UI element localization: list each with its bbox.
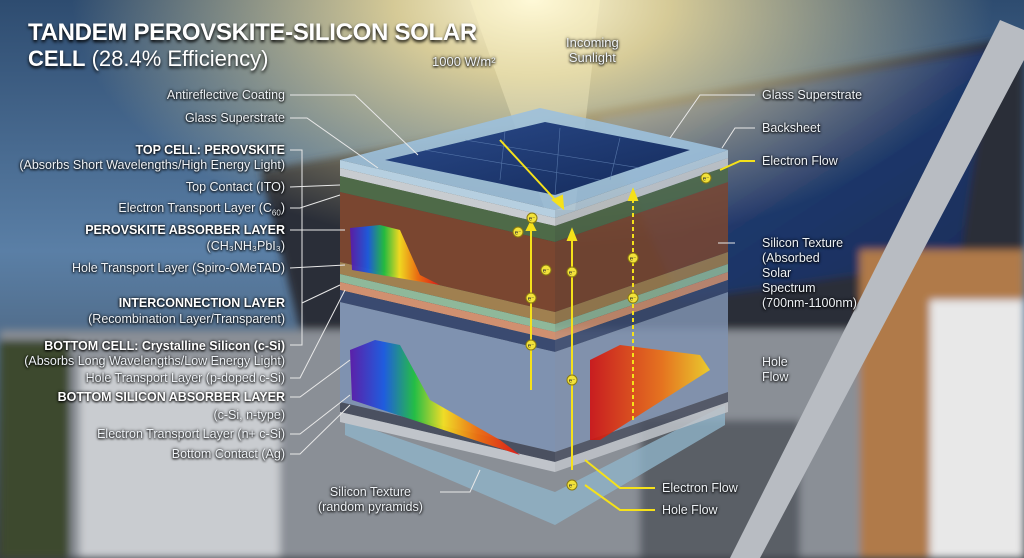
layer-perovskite-side	[555, 182, 728, 312]
pyramids-line-2: (random pyramids)	[318, 500, 423, 514]
electron-icon: e⁻	[512, 226, 524, 238]
hole-flow-line: Flow	[762, 370, 789, 384]
label-glass-superstrate-right: Glass Superstrate	[762, 88, 863, 102]
label-bottom-cell: BOTTOM CELL: Crystalline Silicon (c-Si)	[44, 339, 285, 353]
layer-p-si-front	[340, 282, 555, 340]
label-etl-bottom: Electron Transport Layer (n+ c-Si)	[97, 427, 285, 441]
layer-recombination-front	[340, 290, 555, 352]
layer-bottom-contact-front	[340, 412, 555, 472]
incoming-line-1: Incoming	[566, 35, 619, 50]
label-antireflective-coating: Antireflective Coating	[166, 88, 285, 102]
svg-text:e⁻: e⁻	[528, 344, 535, 350]
label-perovskite-formula: (CH₃NH₃PbI₃)	[206, 239, 285, 253]
svg-text:e⁻: e⁻	[528, 297, 535, 303]
layer-ito-side	[555, 158, 728, 226]
layer-glass-side	[555, 150, 728, 218]
electron-icon: e⁻	[627, 252, 639, 264]
hole-flow-line: Hole	[762, 355, 788, 369]
label-top-cell: TOP CELL: PEROVSKITE	[135, 143, 285, 157]
leader-lines	[289, 94, 755, 493]
svg-text:e⁻: e⁻	[569, 271, 576, 277]
layer-bottom-contact-side	[555, 402, 728, 472]
svg-text:e⁻: e⁻	[543, 269, 550, 275]
pyramids-line-1: Silicon Texture	[329, 485, 411, 499]
etl-top-text: Electron Transport Layer (C	[118, 201, 272, 215]
svg-text:e⁻: e⁻	[630, 257, 637, 263]
svg-text:e⁻: e⁻	[529, 217, 536, 223]
charge-flow-arrows	[499, 139, 755, 511]
title-efficiency: (28.4% Efficiency)	[85, 46, 269, 71]
label-bottom-cell-sub: (Absorbs Long Wavelengths/Low Energy Lig…	[24, 354, 285, 368]
label-top-contact: Top Contact (ITO)	[185, 180, 285, 194]
label-interconnection-sub: (Recombination Layer/Transparent)	[88, 312, 285, 326]
svg-text:e⁻: e⁻	[515, 231, 522, 237]
spectrum-line: Silicon Texture	[762, 236, 844, 250]
label-electron-flow-top: Electron Flow	[762, 154, 838, 168]
irradiance-label: 1000 W/m²	[432, 54, 496, 69]
label-interconnection: INTERCONNECTION LAYER	[118, 296, 285, 310]
spectrum-line: Spectrum	[762, 281, 816, 295]
layer-htl-top-front	[340, 262, 555, 324]
layer-glass-front	[340, 160, 555, 218]
layer-htl-top-side	[555, 252, 728, 324]
title-line-1: TANDEM PEROVSKITE-SILICON SOLAR	[28, 19, 477, 46]
layer-etl-top-side	[555, 166, 728, 242]
label-etl-top: Electron Transport Layer (C60)	[118, 201, 285, 221]
spectrum-line: (700nm-1100nm)	[762, 296, 857, 310]
layer-etl-top-front	[340, 176, 555, 242]
electron-icon: e⁻	[525, 339, 537, 351]
label-glass-superstrate-left: Glass Superstrate	[184, 111, 285, 125]
label-bottom-contact: Bottom Contact (Ag)	[171, 447, 285, 461]
label-top-cell-sub: (Absorbs Short Wavelengths/High Energy L…	[19, 158, 285, 172]
layer-n-plus-si-side	[555, 392, 728, 462]
label-htl-bottom: Hole Transport Layer (p-doped c-Si)	[85, 371, 285, 385]
spectrum-line: (Absorbed	[762, 251, 820, 265]
electron-icon: e⁻	[540, 264, 552, 276]
label-silicon-texture-pyramids: Silicon Texture(random pyramids)	[318, 485, 423, 515]
title-line-2: CELL (28.4% Efficiency)	[28, 46, 477, 72]
layer-ito-front	[340, 168, 555, 226]
layer-recombination-side	[555, 280, 728, 352]
svg-text:e⁻: e⁻	[569, 379, 576, 385]
layer-interconnection-front	[340, 274, 555, 332]
label-htl-top: Hole Transport Layer (Spiro-OMeTAD)	[71, 261, 285, 275]
svg-text:e⁻: e⁻	[703, 177, 710, 183]
incoming-line-2: Sunlight	[568, 50, 616, 65]
electron-icon: e⁻	[566, 479, 578, 491]
electron-icon: e⁻	[525, 292, 537, 304]
spectrum-line: Solar	[762, 266, 792, 280]
layer-p-si-side	[555, 272, 728, 340]
electron-icon: e⁻	[627, 292, 639, 304]
label-perovskite-absorber: PEROVSKITE ABSORBER LAYER	[85, 223, 285, 237]
electron-icon: e⁻	[566, 266, 578, 278]
etl-top-suffix: )	[280, 201, 285, 215]
label-backsheet: Backsheet	[762, 121, 821, 135]
layer-interconnection-side	[555, 264, 728, 332]
label-electron-flow-bottom: Electron Flow	[662, 481, 738, 495]
electron-icon: e⁻	[700, 172, 712, 184]
electron-icon: e⁻	[566, 374, 578, 386]
svg-text:e⁻: e⁻	[569, 484, 576, 490]
layer-perovskite-front	[340, 192, 555, 312]
label-bottom-absorber: BOTTOM SILICON ABSORBER LAYER	[57, 390, 285, 404]
etl-top-subscript: 60	[271, 208, 281, 218]
title-cell: CELL	[28, 46, 86, 71]
svg-text:e⁻: e⁻	[630, 297, 637, 303]
electron-icon: e⁻	[526, 212, 538, 224]
label-bottom-absorber-sub: (c-Si, n-type)	[213, 408, 285, 422]
label-hole-flow-bottom: Hole Flow	[662, 503, 718, 517]
page-title: TANDEM PEROVSKITE-SILICON SOLAR CELL (28…	[28, 20, 477, 72]
